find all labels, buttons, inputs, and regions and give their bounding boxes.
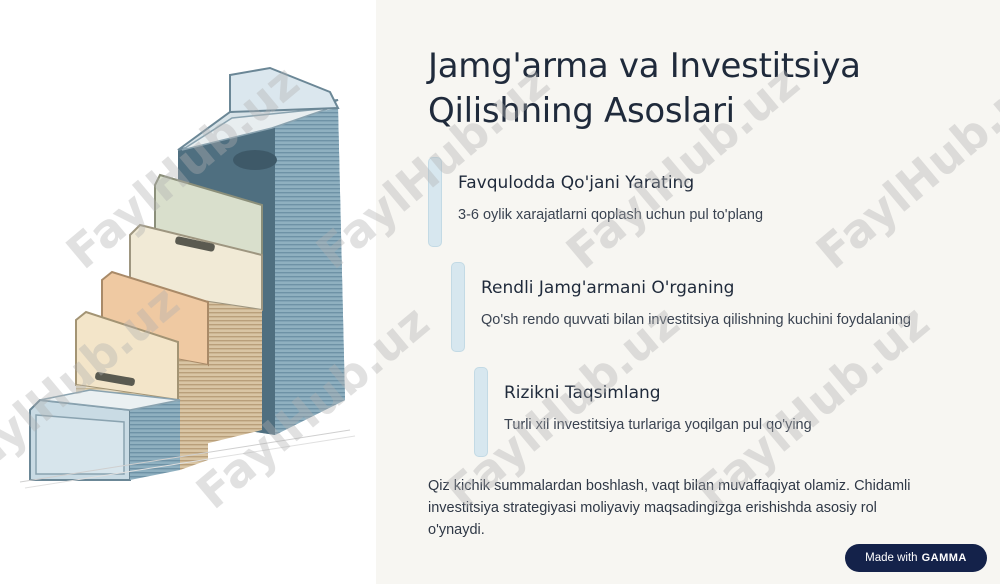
step-marker-bar — [451, 262, 465, 352]
content-panel: Jamg'arma va Investitsiya Qilishning Aso… — [376, 0, 1000, 584]
step-title: Rendli Jamg'armani O'rganing — [481, 278, 735, 298]
slide-title: Jamg'arma va Investitsiya Qilishning Aso… — [428, 46, 861, 131]
savings-boxes-illustration — [19, 66, 356, 489]
step-title: Rizikni Taqsimlang — [504, 383, 661, 403]
step-description: Qo'sh rendo quvvati bilan investitsiya q… — [481, 312, 911, 328]
step-marker-bar — [428, 157, 442, 247]
gamma-logo: GAMMA — [921, 552, 967, 564]
illustration-panel — [0, 0, 376, 584]
badge-prefix: Made with — [865, 552, 918, 564]
step-title: Favqulodda Qo'jani Yarating — [458, 173, 695, 193]
made-with-gamma-badge[interactable]: Made with GAMMA — [845, 544, 987, 572]
step-marker-bar — [474, 367, 488, 457]
summary-text: Qiz kichik summalardan boshlash, vaqt bi… — [428, 478, 911, 538]
step-description: Turli xil investitsiya turlariga yoqilga… — [504, 417, 812, 433]
step-description: 3-6 oylik xarajatlarni qoplash uchun pul… — [458, 207, 764, 223]
